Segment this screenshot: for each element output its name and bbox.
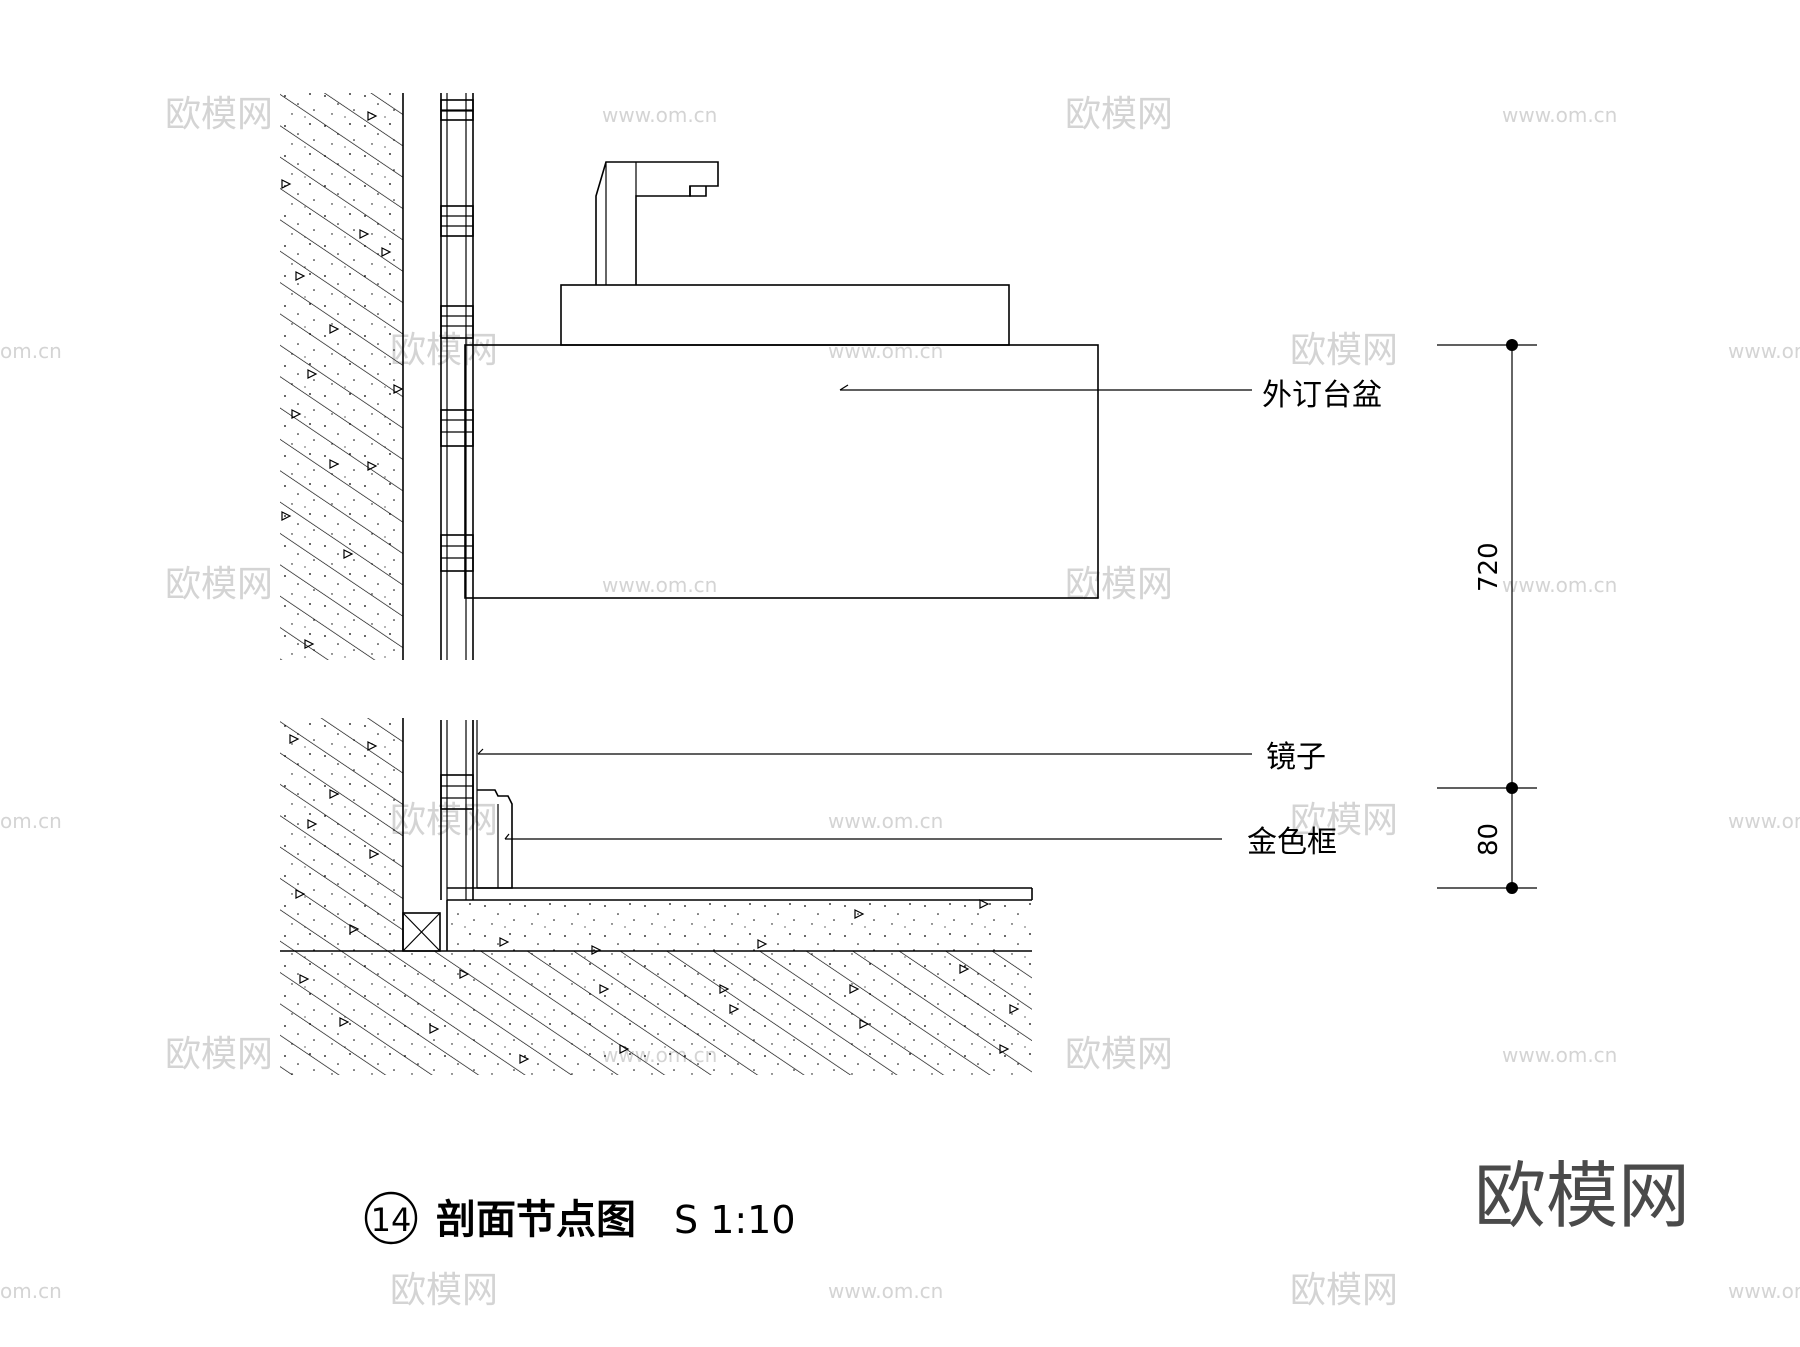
detail-number-circle [364, 1191, 418, 1245]
upper-wall-section [280, 93, 404, 660]
watermark-logo: 欧模网 [165, 94, 273, 135]
label-gold-frame: 金色框 [1247, 825, 1337, 860]
watermark-url: www.om.cn [1728, 339, 1800, 363]
watermark-url: www.om.cn [602, 103, 717, 127]
basin-cabinet [464, 344, 1099, 599]
watermark-layer: 欧模网 www.om.cn 欧模网 www.om.cn om.cn 欧模网 ww… [0, 94, 1800, 1311]
dimension-80: 80 [1474, 823, 1504, 856]
faucet [595, 161, 719, 285]
slab-triangles [299, 964, 1020, 1064]
detail-number: 14 [371, 1201, 412, 1239]
watermark-logo: 欧模网 [165, 564, 273, 605]
dimension-720: 720 [1474, 542, 1504, 592]
basin-bowl [560, 284, 1010, 346]
leader-lines [477, 384, 1252, 840]
watermark-url: www.om.cn [1728, 809, 1800, 833]
dimension-tick [1506, 782, 1518, 794]
drawing-title-text: 剖面节点图 [436, 1197, 636, 1243]
countertop-basin [464, 161, 1099, 599]
watermark-url: www.om.cn [1502, 103, 1617, 127]
watermark-url: om.cn [0, 339, 62, 363]
dimension-tick [1506, 882, 1518, 894]
watermark-url: www.om.cn [1502, 1043, 1617, 1067]
watermark-logo: 欧模网 [165, 1034, 273, 1075]
watermark-url: www.om.cn [828, 1279, 943, 1303]
watermark-url: www.om.cn [828, 809, 943, 833]
dimension-line [1437, 339, 1537, 894]
watermark-logo: 欧模网 [390, 1270, 498, 1311]
wall-triangles [289, 734, 380, 934]
watermark-url: www.om.cn [602, 573, 717, 597]
watermark-logo: 欧模网 [390, 330, 498, 371]
watermark-logo: 欧模网 [1065, 1034, 1173, 1075]
site-logo: 欧模网 [1474, 1154, 1690, 1238]
watermark-logo: 欧模网 [1290, 800, 1398, 841]
floor-section [280, 887, 1033, 1075]
watermark-logo: 欧模网 [1290, 330, 1398, 371]
screed-triangles [499, 899, 990, 955]
lower-wall-section [280, 718, 404, 951]
label-mirror: 镜子 [1266, 740, 1326, 775]
watermark-logo: 欧模网 [1065, 564, 1173, 605]
watermark-url: www.om.cn [1502, 573, 1617, 597]
watermark-logo: 欧模网 [390, 800, 498, 841]
dimension-tick [1506, 339, 1518, 351]
wall-triangles [281, 111, 404, 649]
watermark-logo: 欧模网 [1290, 1270, 1398, 1311]
watermark-logo: 欧模网 [1065, 94, 1173, 135]
upper-wall-cladding [440, 93, 474, 660]
watermark-url: www.om.cn [1728, 1279, 1800, 1303]
drawing-scale: S 1:10 [674, 1198, 796, 1242]
label-basin: 外订台盆 [1262, 378, 1382, 413]
floor-screed [447, 900, 1032, 951]
watermark-url: www.om.cn [828, 339, 943, 363]
drawing-title: 14 剖面节点图 S 1:10 [364, 1191, 796, 1245]
watermark-url: om.cn [0, 809, 62, 833]
watermark-url: om.cn [0, 1279, 62, 1303]
mirror [472, 720, 478, 888]
